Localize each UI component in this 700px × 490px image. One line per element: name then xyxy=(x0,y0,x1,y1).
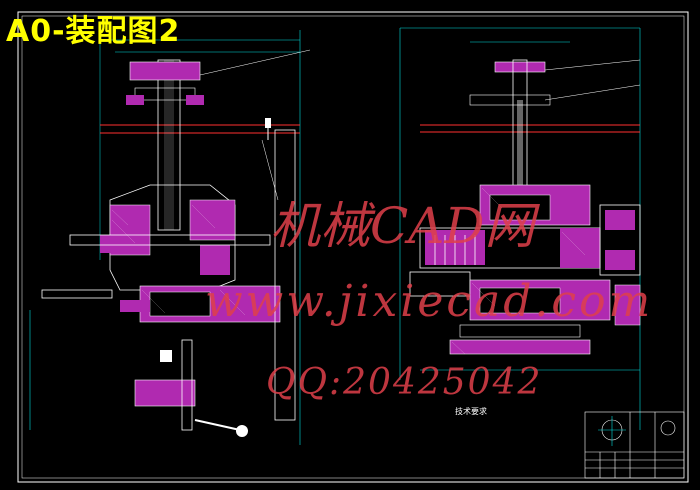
drawing-frame xyxy=(17,11,689,483)
left-view xyxy=(29,30,311,445)
drawing-title: A0-装配图2 xyxy=(6,14,181,49)
watermark-site-name: 机械CAD网 xyxy=(270,197,535,255)
right-view xyxy=(399,27,641,430)
watermark-qq: QQ:20425042 xyxy=(266,362,543,403)
title-block xyxy=(584,411,685,479)
tech-requirements-title: 技术要求 xyxy=(455,407,487,416)
watermark-url: www.jixiecad.com xyxy=(205,276,654,327)
drawing-border xyxy=(21,15,685,479)
